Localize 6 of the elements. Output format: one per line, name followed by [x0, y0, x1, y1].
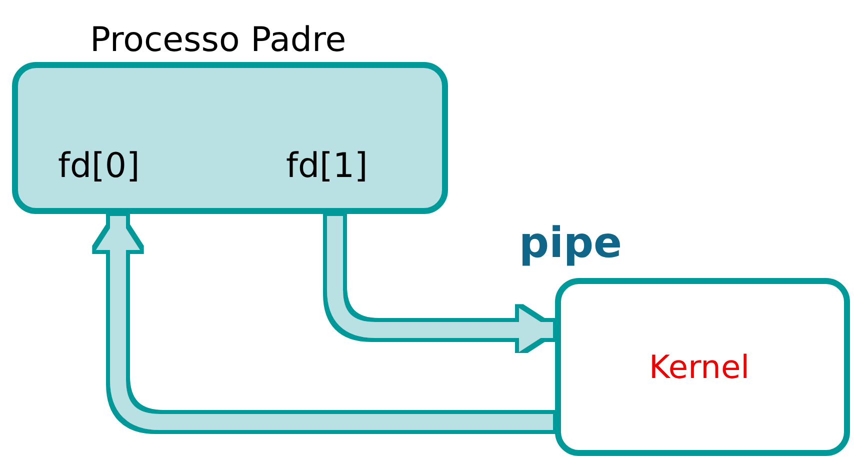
- box-label: fd[0]: [58, 146, 140, 186]
- hollow-arrow: [96, 216, 553, 430]
- box-title: pipe: [519, 218, 622, 267]
- box-label: fd[1]: [286, 146, 368, 186]
- box-label: Kernel: [649, 348, 750, 386]
- box-title: Processo Padre: [90, 20, 346, 60]
